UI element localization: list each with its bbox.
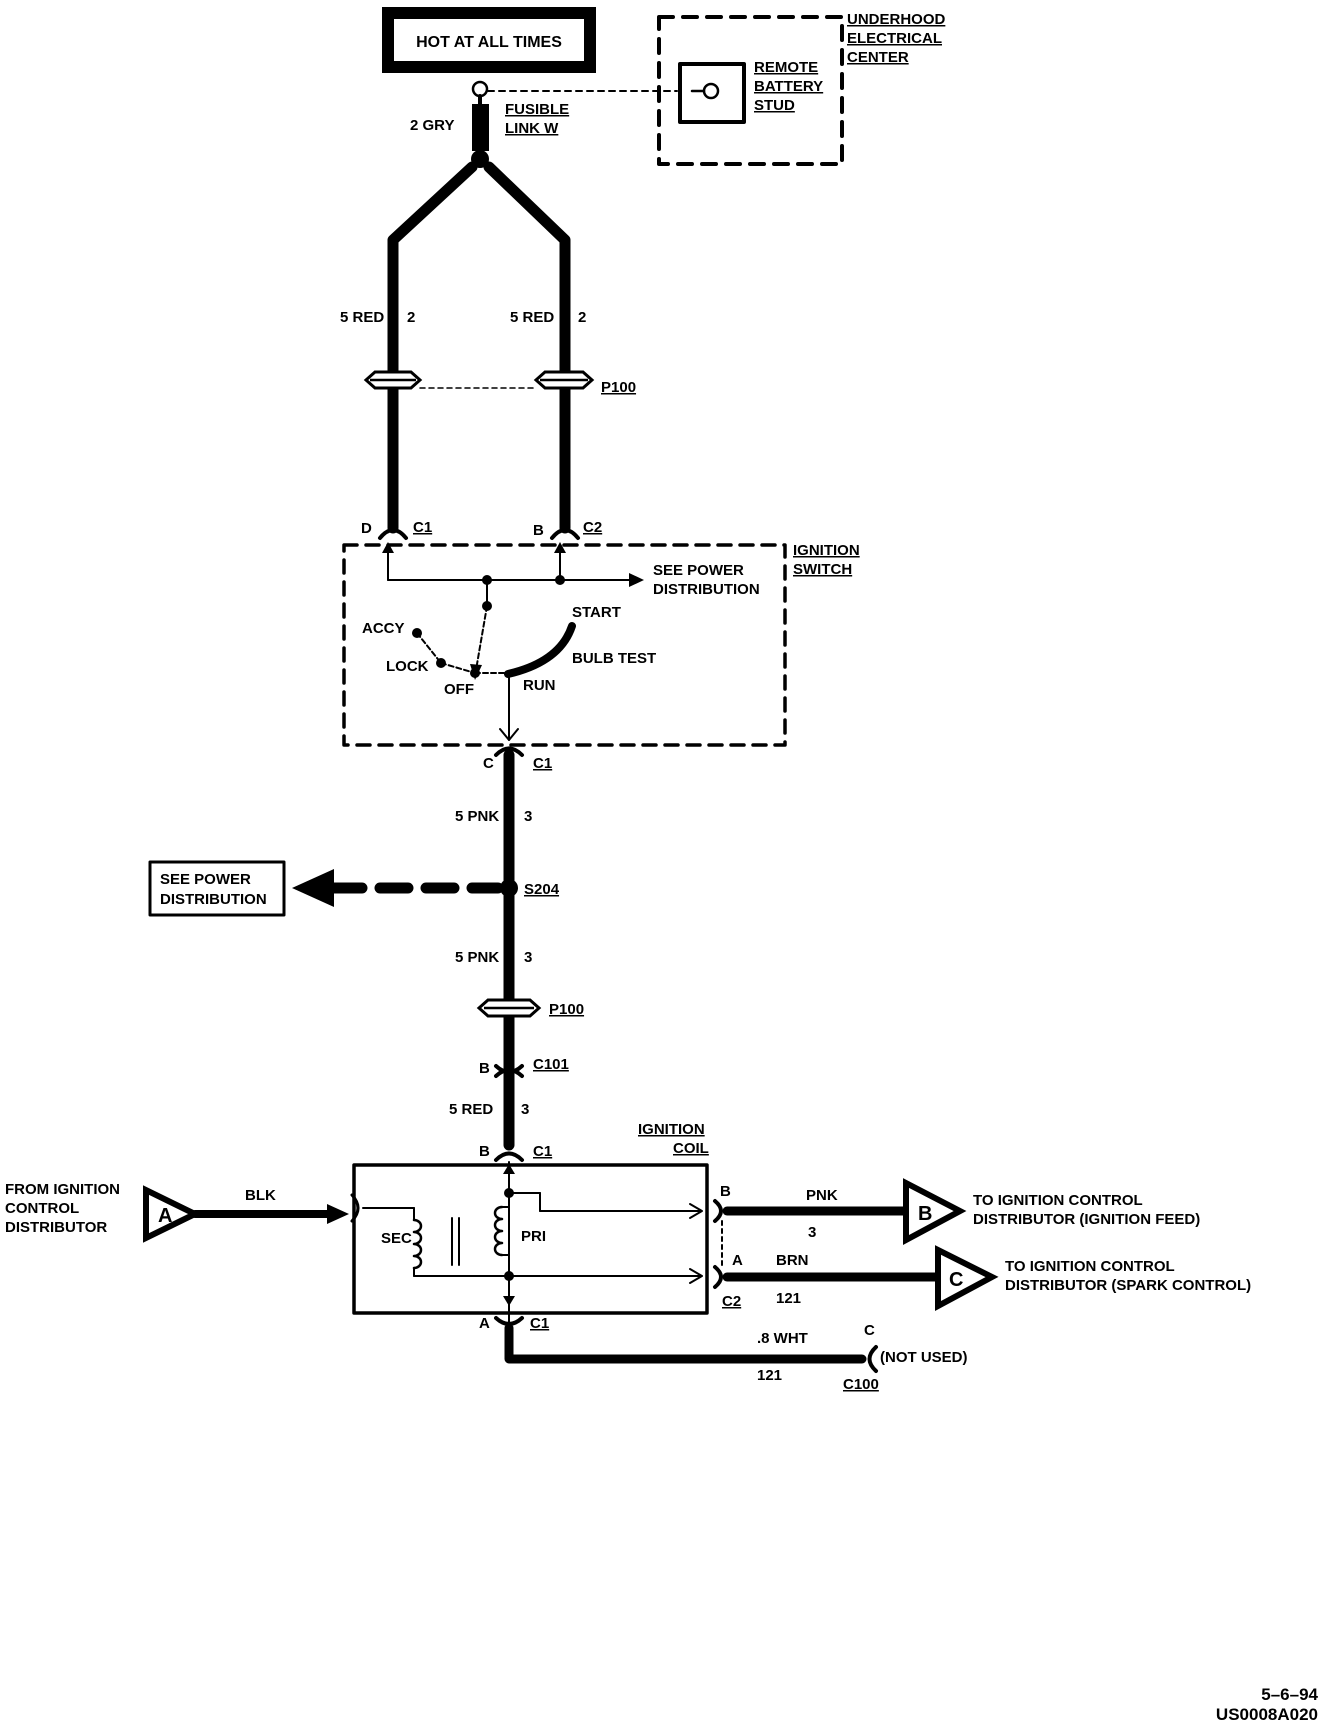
switch-accy: ACCY (362, 620, 405, 637)
c2-top-name: C2 (583, 519, 602, 536)
c2-top-pin: B (533, 522, 544, 539)
c1-top-pin: D (361, 520, 372, 537)
red-lower-circuit: 3 (521, 1101, 529, 1118)
see-power-inner-1: SEE POWER (653, 562, 744, 579)
spark-circuit: 121 (776, 1290, 801, 1307)
fusible-line1: FUSIBLE (505, 101, 569, 118)
feed-wire: PNK (806, 1187, 838, 1204)
see-power-box-2: DISTRIBUTION (160, 891, 267, 908)
ignition-coil: IGNITION COIL B C1 PRI SEC (350, 1121, 709, 1329)
spark-wire: BRN (776, 1252, 809, 1269)
red-wire-right (483, 161, 571, 534)
c101-pin: B (479, 1060, 490, 1077)
red-wire-left (387, 161, 478, 534)
hot-label: HOT AT ALL TIMES (416, 34, 562, 51)
red-right-gauge: 5 RED (510, 309, 554, 326)
bottom-circuit: 121 (757, 1367, 782, 1384)
feed-circuit: 3 (808, 1224, 816, 1241)
footer-code: US0008A020 (1216, 1705, 1318, 1722)
underhood-line1: UNDERHOOD (847, 11, 946, 28)
ignition-switch: IGNITION SWITCH SEE POWER DISTRIBUTION S… (342, 542, 860, 747)
pnk-lower-gauge: 5 PNK (455, 949, 499, 966)
coil-c1-name: C1 (533, 1143, 552, 1160)
bottom-not-used: (NOT USED) (880, 1349, 968, 1366)
switch-line1: IGNITION (793, 542, 860, 559)
from-line1: FROM IGNITION (5, 1181, 120, 1198)
spark-line1: TO IGNITION CONTROL (1005, 1258, 1175, 1275)
switch-run: RUN (523, 677, 556, 694)
badge-b: B (918, 1203, 932, 1225)
bottom-pin-c: C (864, 1322, 875, 1339)
remote-stud-line1: REMOTE (754, 59, 818, 76)
to-ignition-feed: B PNK 3 B TO IGNITION CONTROL DISTRIBUTO… (713, 1178, 1200, 1246)
from-wire: BLK (245, 1187, 276, 1204)
coil-c1-pin: B (479, 1143, 490, 1160)
see-power-inner-2: DISTRIBUTION (653, 581, 760, 598)
spark-pin: A (732, 1252, 743, 1269)
hot-at-all-times-box: HOT AT ALL TIMES (382, 7, 596, 73)
from-line2: CONTROL (5, 1200, 79, 1217)
badge-a: A (158, 1205, 172, 1227)
red-right-circuit: 2 (578, 309, 586, 326)
feed-pin: B (720, 1183, 731, 1200)
power-dist-arrow-icon (292, 869, 334, 907)
red-left-gauge: 5 RED (340, 309, 384, 326)
feed-line1: TO IGNITION CONTROL (973, 1192, 1143, 1209)
switch-line2: SWITCH (793, 561, 852, 578)
switch-bulb-test: BULB TEST (572, 650, 656, 667)
pnk-upper-gauge: 5 PNK (455, 808, 499, 825)
underhood-line3: CENTER (847, 49, 909, 66)
underhood-electrical-center: UNDERHOOD ELECTRICAL CENTER REMOTE BATTE… (657, 11, 946, 166)
underhood-line2: ELECTRICAL (847, 30, 942, 47)
bottom-pin-a: A (479, 1315, 490, 1332)
pnk-lower-circuit: 3 (524, 949, 532, 966)
p100-mid-label: P100 (549, 1001, 584, 1018)
white-wire-not-used: A C1 .8 WHT 121 C (NOT USED) C100 (479, 1315, 968, 1393)
bottom-c1: C1 (530, 1315, 549, 1332)
stud-terminal-icon (702, 82, 720, 100)
c1-switch-name: C1 (533, 755, 552, 772)
splice-label: S204 (524, 881, 560, 898)
c1-top-name: C1 (413, 519, 432, 536)
footer-date: 5–6–94 (1261, 1685, 1318, 1704)
coil-sec: SEC (381, 1230, 412, 1247)
from-line3: DISTRIBUTOR (5, 1219, 107, 1236)
badge-c: C (949, 1269, 963, 1291)
see-power-box-1: SEE POWER (160, 871, 251, 888)
splice-s204-dot (500, 879, 518, 897)
p100-top-label: P100 (601, 379, 636, 396)
bottom-wire: .8 WHT (757, 1330, 808, 1347)
c1-switch-pin: C (483, 755, 494, 772)
switch-start: START (572, 604, 621, 621)
spark-connector: C2 (722, 1293, 741, 1310)
fusible-link: 2 GRY FUSIBLE LINK W (410, 80, 569, 168)
remote-stud-line3: STUD (754, 97, 795, 114)
switch-off: OFF (444, 681, 474, 698)
bottom-connector: C100 (843, 1376, 879, 1393)
red-left-circuit: 2 (407, 309, 415, 326)
feed-line2: DISTRIBUTOR (IGNITION FEED) (973, 1211, 1200, 1228)
fusible-wire-label: 2 GRY (410, 117, 454, 134)
pnk-upper-circuit: 3 (524, 808, 532, 825)
coil-pri: PRI (521, 1228, 546, 1245)
to-spark-control: A BRN 121 C2 C TO IGNITION CONTROL DISTR… (713, 1220, 1251, 1312)
coil-line1: IGNITION (638, 1121, 705, 1138)
coil-line2: COIL (673, 1140, 709, 1157)
remote-stud-line2: BATTERY (754, 78, 823, 95)
fusible-line2: LINK W (505, 120, 559, 137)
spark-line2: DISTRIBUTOR (SPARK CONTROL) (1005, 1277, 1251, 1294)
see-power-distribution-box: SEE POWER DISTRIBUTION (148, 860, 286, 917)
red-lower-gauge: 5 RED (449, 1101, 493, 1118)
switch-lock: LOCK (386, 658, 429, 675)
from-ignition-control: FROM IGNITION CONTROL DISTRIBUTOR A BLK (5, 1181, 349, 1243)
c101-name: C101 (533, 1056, 569, 1073)
p100-top-connector: P100 (363, 370, 636, 396)
